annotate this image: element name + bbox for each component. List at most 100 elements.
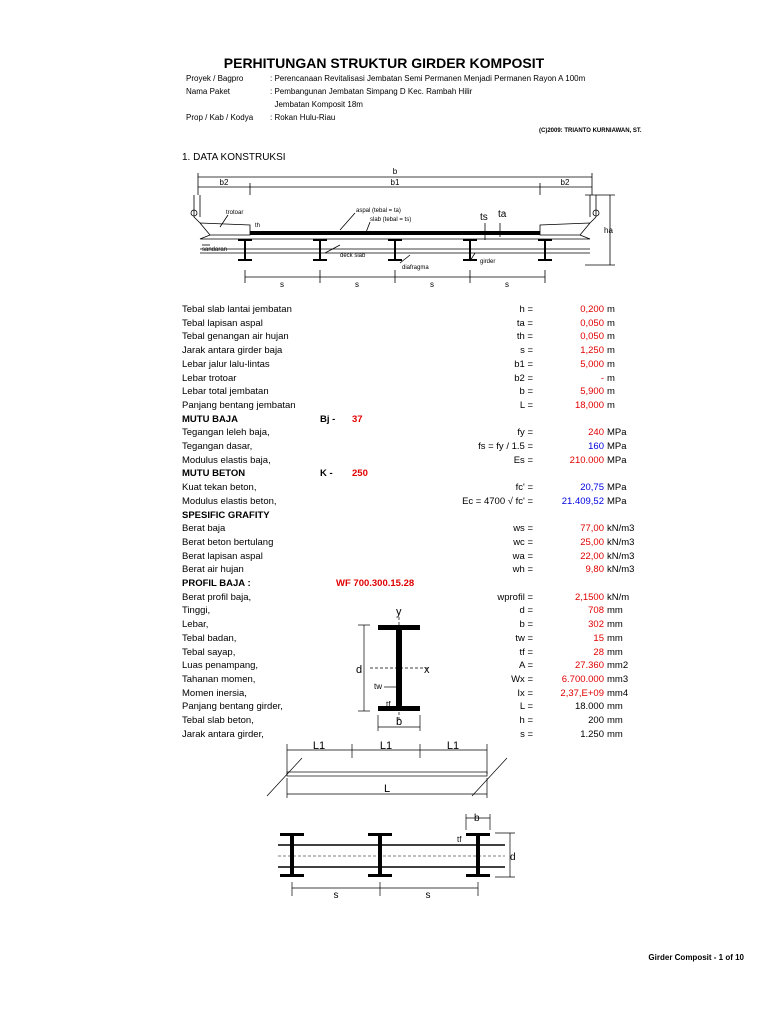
- row-symbol: wa =: [512, 550, 533, 562]
- wf-profile-diagram: y x d tw tf b: [356, 606, 430, 731]
- row-unit: mm: [607, 605, 623, 617]
- row-value: 0,200: [580, 304, 604, 315]
- row-symbol: Ec = 4700 √ fc' =: [462, 495, 533, 507]
- dim-l1-2: L1: [380, 740, 392, 752]
- dim-b1: b1: [391, 178, 400, 187]
- axis-y-label: y: [396, 606, 402, 618]
- label-th: th: [255, 223, 260, 229]
- project-value: : Rokan Hulu-Riau: [270, 113, 336, 122]
- dim-s-3: s: [430, 280, 434, 289]
- row-symbol: th =: [516, 331, 533, 343]
- row-value: 5,900: [580, 386, 604, 398]
- row-label: Modulus elastis baja,: [182, 454, 271, 466]
- row-label: Tebal sayap,: [182, 646, 236, 658]
- dim-b2-left: b2: [220, 178, 229, 187]
- row-label: Tegangan dasar,: [182, 441, 253, 452]
- row-symbol: L =: [519, 701, 533, 713]
- page-footer: Girder Composit - 1 of 10: [648, 953, 744, 962]
- row-unit: MPa: [607, 427, 627, 439]
- row-value: 27.360: [574, 660, 604, 672]
- row-value: 28: [593, 646, 604, 658]
- row-unit: kN/m3: [607, 536, 635, 548]
- data-row: PROFIL BAJA :WF 700.300.15.28: [0, 577, 768, 590]
- dim-l1-1: L1: [313, 740, 325, 752]
- row-symbol: fs = fy / 1.5 =: [478, 441, 533, 452]
- grade-value: 37: [352, 413, 363, 425]
- dim-b-label: b: [396, 716, 402, 728]
- girder-plan-diagram: b tf d s s: [278, 813, 516, 901]
- row-label: Panjang bentang jembatan: [182, 399, 296, 411]
- row-label: Lebar jalur lalu-lintas: [182, 358, 270, 370]
- grade-value: 250: [352, 468, 368, 480]
- row-unit: m: [607, 386, 615, 398]
- row-value: 2,1500: [574, 591, 604, 603]
- dim-d-label: d: [356, 664, 362, 676]
- row-value: 2,37,E+09: [560, 687, 604, 699]
- row-symbol: s =: [520, 345, 533, 357]
- project-value: : Pembangunan Jembatan Simpang D Kec. Ra…: [270, 87, 473, 96]
- row-value: 200: [588, 715, 604, 726]
- row-unit: mm: [607, 728, 623, 740]
- label-ta: ta: [498, 209, 507, 220]
- row-unit: MPa: [607, 482, 627, 494]
- axis-x-label: x: [424, 664, 430, 676]
- row-label: SPESIFIC GRAFITY: [182, 509, 270, 521]
- project-value: : Perencanaan Revitalisasi Jembatan Semi…: [270, 74, 586, 83]
- row-unit: m: [607, 317, 615, 329]
- row-symbol: s =: [520, 728, 533, 740]
- row-unit: mm: [607, 619, 623, 631]
- data-row: Modulus elastis beton,Ec = 4700 √ fc' =2…: [0, 495, 768, 508]
- row-label: Luas penampang,: [182, 660, 259, 672]
- grade-prefix: Bj -: [320, 413, 336, 425]
- row-symbol: b =: [519, 619, 533, 631]
- project-label: Nama Paket: [186, 87, 231, 96]
- row-unit: m: [607, 345, 615, 357]
- credit: (C)2009: TRIANTO KURNIAWAN, ST.: [539, 128, 642, 134]
- row-unit: kN/m3: [607, 564, 635, 576]
- row-unit: mm: [607, 715, 623, 726]
- project-label: Prop / Kab / Kodya: [186, 113, 254, 122]
- row-label: Berat beton bertulang: [182, 536, 274, 548]
- row-label: Tinggi,: [182, 605, 211, 617]
- row-label: Berat air hujan: [182, 564, 244, 576]
- row-value: 21.409,52: [561, 495, 604, 507]
- row-unit: mm2: [607, 660, 629, 672]
- row-unit: m: [607, 399, 615, 411]
- row-value: 1.250: [580, 728, 604, 740]
- dim-tw-label: tw: [374, 682, 382, 691]
- data-row: SPESIFIC GRAFITY: [0, 509, 768, 522]
- row-label: Momen inersia,: [182, 687, 247, 699]
- row-symbol: b2 =: [514, 372, 533, 384]
- row-unit: mm3: [607, 673, 629, 685]
- row-value: 0,050: [580, 331, 604, 343]
- row-symbol: h =: [519, 715, 533, 726]
- row-label: MUTU BETON: [182, 468, 246, 480]
- row-symbol: Es =: [513, 454, 533, 466]
- dim-b2-right: b2: [561, 178, 570, 187]
- row-label: Tebal genangan air hujan: [182, 331, 289, 343]
- row-value: 1,250: [580, 345, 604, 357]
- label-girder: girder: [480, 259, 495, 265]
- row-label: Panjang bentang girder,: [182, 701, 283, 713]
- label-diafragma: diafragma: [402, 265, 429, 271]
- row-label: Lebar total jembatan: [182, 386, 269, 398]
- row-symbol: ws =: [513, 523, 533, 535]
- row-symbol: wprofil =: [497, 591, 533, 603]
- dim-b: b: [393, 167, 398, 176]
- row-value: 0,050: [580, 317, 604, 329]
- dim-b: b: [474, 813, 480, 824]
- dim-d: d: [510, 852, 516, 863]
